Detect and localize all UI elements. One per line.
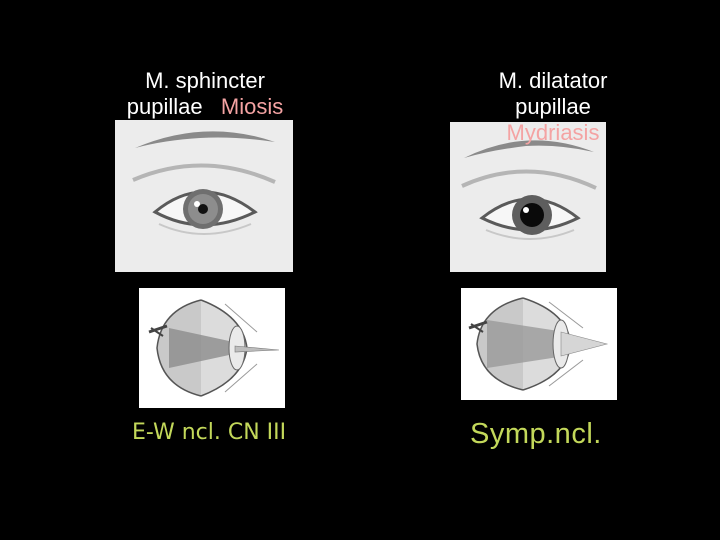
caption-sphincter: M. sphincter pupillae Miosis (80, 68, 330, 120)
eyeball-diagram-mydriasis (461, 288, 617, 400)
caption-dilatator-line2: pupillae (515, 94, 591, 119)
effect-mydriasis: Mydriasis (506, 120, 600, 145)
effect-miosis: Miosis (220, 94, 284, 119)
nucleus-label-symp: Symp.ncl. (470, 418, 602, 450)
eyeball-diagram-miosis (139, 288, 285, 408)
eye-photo-mydriasis (450, 122, 606, 272)
caption-sphincter-muscle: pupillae (126, 94, 203, 119)
nucleus-label-ew: E-W ncl. CN III (132, 420, 287, 445)
eye-photo-miosis (115, 120, 293, 272)
caption-dilatator: M. dilatator pupillae Mydriasis (418, 68, 688, 146)
caption-sphincter-line1: M. sphincter (145, 68, 265, 93)
caption-sphincter-line2: pupillae Miosis (80, 94, 330, 120)
caption-dilatator-line1: M. dilatator (498, 68, 608, 93)
